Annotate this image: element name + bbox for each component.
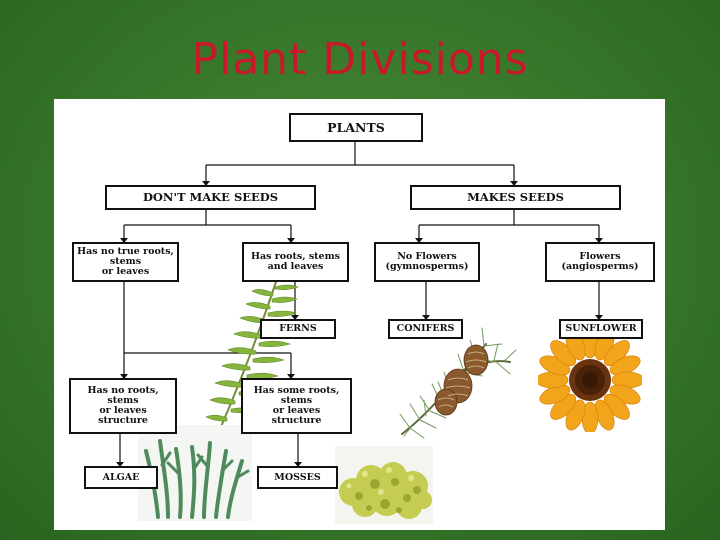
slide-title: Plant Divisions <box>0 38 720 82</box>
node-dont-make-seeds: DON'T MAKE SEEDS <box>105 185 316 210</box>
node-no-roots-structure: Has no roots, stems or leaves structure <box>69 378 177 434</box>
node-some-roots-structure: Has some roots, stems or leaves structur… <box>241 378 352 434</box>
node-plants: PLANTS <box>289 113 423 142</box>
node-makes-seeds: MAKES SEEDS <box>410 185 621 210</box>
node-ferns: FERNS <box>260 319 336 339</box>
moss-illustration <box>335 446 433 524</box>
diagram-panel: PLANTS DON'T MAKE SEEDS MAKES SEEDS Has … <box>54 99 665 530</box>
node-no-true-roots: Has no true roots, stems or leaves <box>72 242 179 282</box>
node-mosses: MOSSES <box>257 466 338 489</box>
sunflower-illustration <box>538 328 642 432</box>
node-conifers: CONIFERS <box>388 319 463 339</box>
node-roots-stems-leaves: Has roots, stems and leaves <box>242 242 349 282</box>
node-no-flowers: No Flowers (gymnosperms) <box>374 242 480 282</box>
node-sunflower: SUNFLOWER <box>559 319 643 339</box>
node-algae: ALGAE <box>84 466 158 489</box>
node-flowers: Flowers (angiosperms) <box>545 242 655 282</box>
